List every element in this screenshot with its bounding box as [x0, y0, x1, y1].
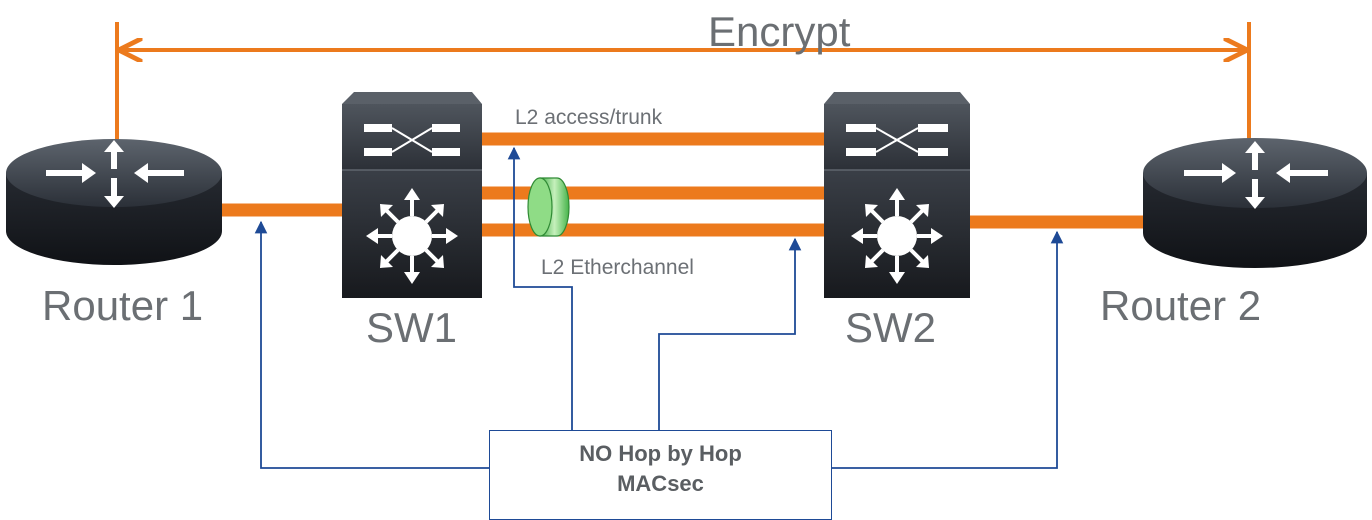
- note-line-1: NO Hop by Hop: [579, 441, 742, 466]
- encrypt-span: [115, 22, 1251, 150]
- router2-icon: [1143, 138, 1367, 268]
- access-trunk-label: L2 access/trunk: [515, 106, 663, 129]
- etherchannel-bundle-icon: [527, 177, 570, 237]
- sw1-label: SW1: [366, 304, 458, 351]
- sw2-label: SW2: [845, 304, 937, 351]
- router1-icon: [6, 139, 222, 265]
- sw2-icon: [824, 92, 970, 298]
- note-line-2: MACsec: [617, 471, 704, 496]
- macsec-pointer-arrows: [254, 146, 1064, 469]
- sw1-icon: [342, 92, 482, 298]
- pointer-router2-link: [832, 230, 1064, 469]
- encrypt-title: Encrypt: [708, 8, 851, 55]
- etherchannel-label: L2 Etherchannel: [541, 256, 694, 279]
- pointer-router1-link: [254, 220, 489, 469]
- no-hop-by-hop-macsec-note: NO Hop by Hop MACsec: [489, 430, 832, 520]
- pointer-etherchannel-link: [658, 237, 802, 430]
- network-diagram: Encrypt Router 1 SW1 SW2 Router 2 L2 acc…: [6, 8, 1367, 520]
- router2-label: Router 2: [1100, 282, 1262, 329]
- pointer-trunk-link: [507, 146, 573, 430]
- router1-label: Router 1: [42, 282, 204, 329]
